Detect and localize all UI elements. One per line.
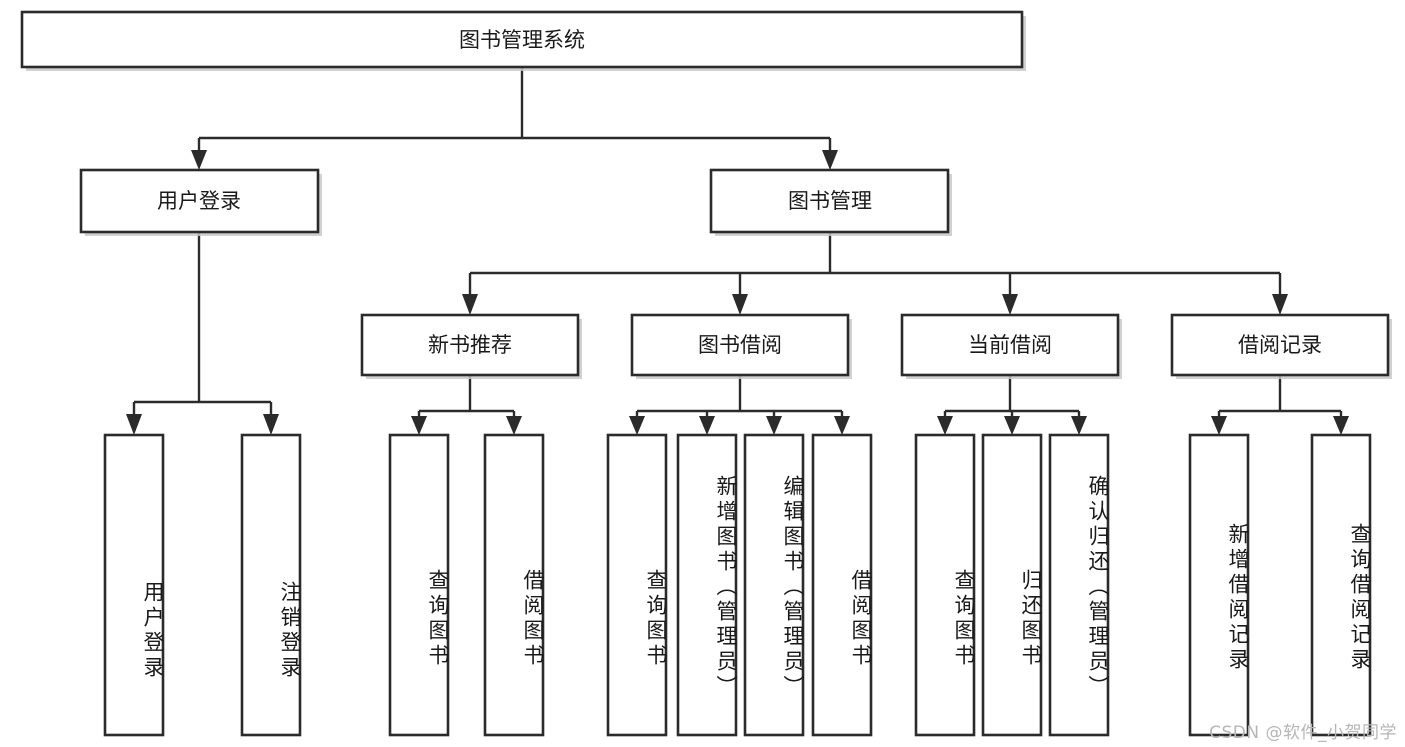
book-manage-box[interactable] (709, 168, 950, 234)
borrow-record-label: 借阅记录 (1238, 333, 1322, 357)
node-book-borrow[interactable]: 图书借阅 (630, 313, 852, 379)
arrow-to-leaf-return-book (1004, 416, 1020, 435)
arrow-to-leaf-query-book-3 (937, 416, 953, 435)
root-label: 图书管理系统 (459, 28, 585, 52)
arrow-to-book-borrow (732, 294, 748, 315)
arrow-to-leaf-borrow-book-2 (834, 416, 850, 435)
leaf-node-layer (103, 433, 1372, 737)
leaf-query-book-2-box[interactable] (606, 433, 668, 737)
leaf-return-book-box[interactable] (981, 433, 1043, 737)
node-layer: 图书管理系统 用户登录 图书管理 新书推荐 (20, 10, 1392, 737)
node-book-manage[interactable]: 图书管理 (709, 168, 952, 236)
arrow-to-new-book-recommend (462, 294, 478, 315)
borrow-record-box[interactable] (1170, 313, 1390, 377)
arrow-to-leaf-confirm-return (1071, 416, 1087, 435)
root-box[interactable] (20, 10, 1024, 69)
current-borrow-label: 当前借阅 (968, 333, 1052, 357)
new-book-recommend-box[interactable] (360, 313, 580, 377)
user-login-box[interactable] (79, 168, 320, 234)
book-borrow-box[interactable] (630, 313, 850, 377)
node-root[interactable]: 图书管理系统 (20, 10, 1026, 71)
arrow-to-leaf-edit-book (766, 416, 782, 435)
arrow-root-to-book-manage (822, 150, 838, 170)
csdn-watermark: CSDN @软件_小贺同学 (1209, 723, 1397, 743)
node-user-login[interactable]: 用户登录 (79, 168, 322, 236)
node-current-borrow[interactable]: 当前借阅 (900, 313, 1122, 379)
arrow-to-leaf-query-book-1 (411, 416, 427, 435)
leaf-borrow-book-2-box[interactable] (811, 433, 873, 737)
leaf-user-login-box[interactable] (103, 433, 165, 737)
book-borrow-label: 图书借阅 (698, 333, 782, 357)
current-borrow-box[interactable] (900, 313, 1120, 377)
book-manage-label: 图书管理 (788, 189, 872, 213)
connector-layer (126, 67, 1349, 435)
leaf-borrow-book-1-box[interactable] (483, 433, 545, 737)
leaf-user-logout-box[interactable] (240, 433, 302, 737)
arrow-to-leaf-add-book (699, 416, 715, 435)
leaf-query-book-3-box[interactable] (914, 433, 976, 737)
arrow-to-leaf-user-logout (263, 414, 279, 435)
arrow-root-to-user-login (191, 150, 207, 170)
arrow-to-leaf-user-login (126, 414, 142, 435)
arrow-to-leaf-query-book-2 (629, 416, 645, 435)
leaf-add-book-box[interactable] (676, 433, 738, 737)
arrow-to-leaf-query-record (1333, 416, 1349, 435)
user-login-label: 用户登录 (157, 189, 241, 213)
leaf-confirm-return-box[interactable] (1048, 433, 1110, 737)
arrow-to-borrow-record (1272, 294, 1288, 315)
node-borrow-record[interactable]: 借阅记录 (1170, 313, 1392, 379)
node-new-book-recommend[interactable]: 新书推荐 (360, 313, 582, 379)
arrow-to-current-borrow (1002, 294, 1018, 315)
new-book-recommend-label: 新书推荐 (428, 333, 512, 357)
arrow-to-leaf-add-record (1211, 416, 1227, 435)
arrow-to-leaf-borrow-book-1 (506, 416, 522, 435)
leaf-query-record-box[interactable] (1310, 433, 1372, 737)
leaf-add-record-box[interactable] (1188, 433, 1250, 737)
leaf-query-book-1-box[interactable] (388, 433, 450, 737)
leaf-edit-book-box[interactable] (743, 433, 805, 737)
